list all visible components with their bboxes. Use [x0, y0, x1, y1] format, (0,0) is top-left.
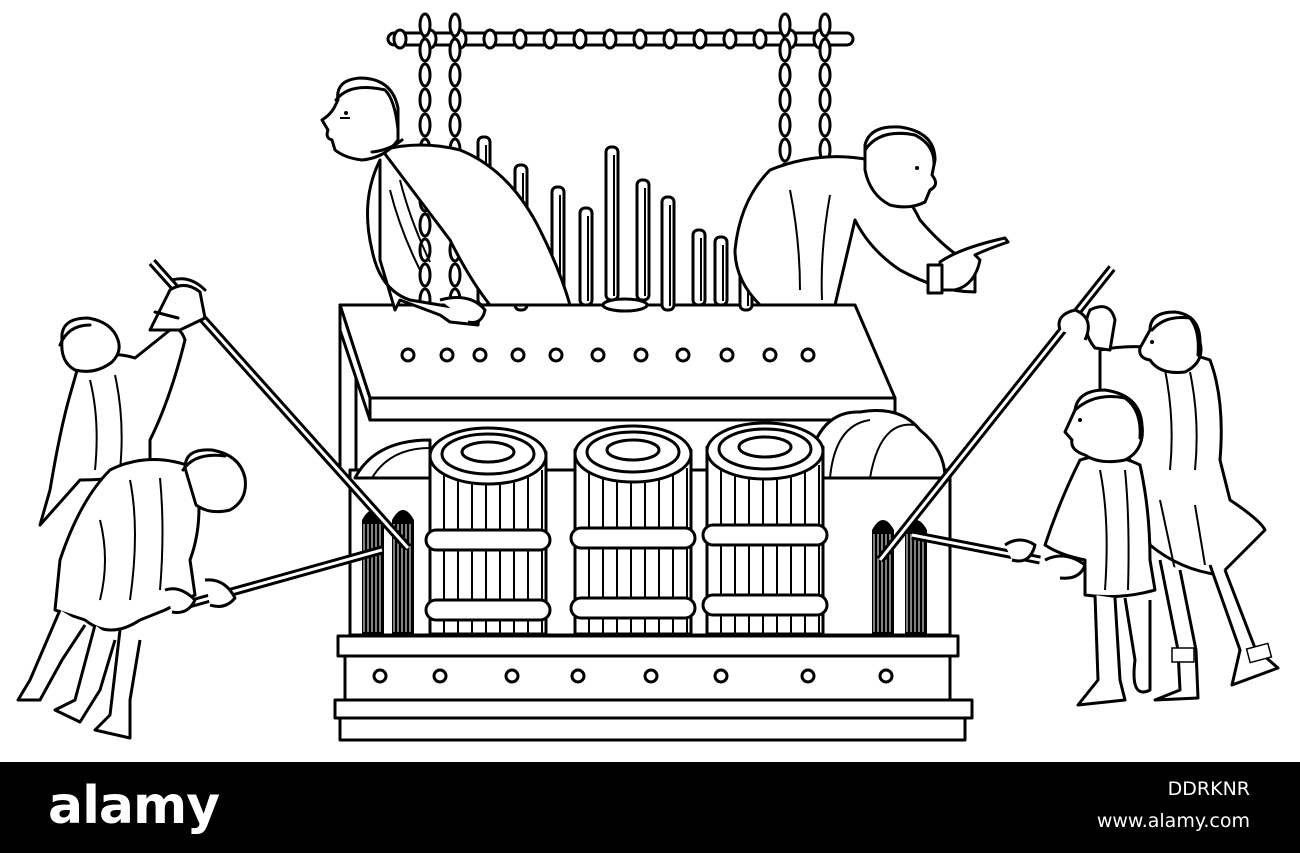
site-url-label: www.alamy.com: [1096, 810, 1250, 832]
barrel: [701, 421, 829, 636]
barrel: [424, 426, 552, 636]
image-id-label: DDRKNR: [1167, 778, 1250, 800]
brand-logo: alamy: [48, 776, 220, 836]
footer-bar: alamy DDRKNR www.alamy.com: [0, 762, 1300, 853]
barrel: [569, 424, 697, 636]
worker-right-front: [1004, 388, 1157, 707]
worker-left-crouching: [16, 448, 247, 740]
worker-left-standing: [38, 277, 207, 527]
organist-left: [320, 76, 572, 327]
organ-engraving: [16, 12, 1280, 742]
barrels: [424, 421, 829, 636]
organist-right: [733, 125, 1010, 307]
engraving-illustration: [16, 12, 1280, 742]
bellows-domes: [353, 408, 947, 480]
